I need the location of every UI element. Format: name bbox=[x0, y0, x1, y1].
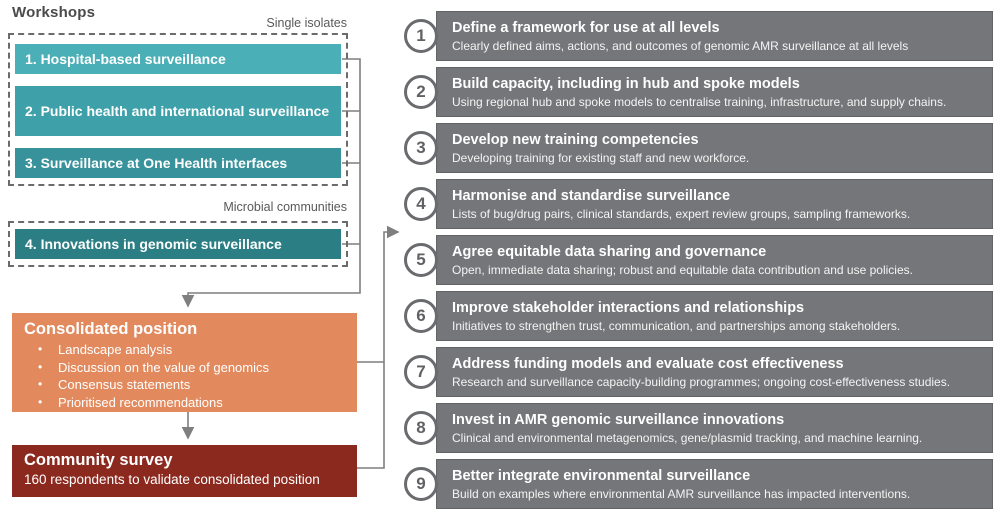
recommendation-title: Agree equitable data sharing and governa… bbox=[452, 244, 767, 260]
bullet-value-of-genomics: Discussion on the value of genomics bbox=[24, 359, 347, 377]
number-badge-9: 9 bbox=[404, 467, 438, 501]
workshop-box-innovations: 4. Innovations in genomic surveillance bbox=[15, 229, 341, 259]
recommendation-desc: Initiatives to strengthen trust, communi… bbox=[452, 319, 901, 333]
recommendation-desc: Clearly defined aims, actions, and outco… bbox=[452, 39, 909, 53]
workshop-box-public-health: 2. Public health and international surve… bbox=[15, 86, 341, 136]
recommendation-desc: Clinical and environmental metagenomics,… bbox=[452, 431, 923, 445]
recommendation-title: Improve stakeholder interactions and rel… bbox=[452, 300, 805, 316]
recommendation-row-2: 2 Build capacity, including in hub and s… bbox=[404, 67, 993, 117]
recommendation-row-6: 6 Improve stakeholder interactions and r… bbox=[404, 291, 993, 341]
recommendation-box-4: Harmonise and standardise surveillance L… bbox=[436, 179, 993, 229]
recommendation-title: Define a framework for use at all levels bbox=[452, 20, 720, 36]
bullet-prioritised-recommendations: Prioritised recommendations bbox=[24, 394, 347, 412]
microbial-communities-label: Microbial communities bbox=[223, 200, 347, 214]
recommendation-desc: Developing training for existing staff a… bbox=[452, 151, 750, 165]
community-survey-subtitle: 160 respondents to validate consolidated… bbox=[24, 472, 320, 487]
recommendation-box-7: Address funding models and evaluate cost… bbox=[436, 347, 993, 397]
number-badge-7: 7 bbox=[404, 355, 438, 389]
recommendation-row-1: 1 Define a framework for use at all leve… bbox=[404, 11, 993, 61]
number-badge-5: 5 bbox=[404, 243, 438, 277]
recommendation-title: Better integrate environmental surveilla… bbox=[452, 468, 751, 484]
recommendation-row-7: 7 Address funding models and evaluate co… bbox=[404, 347, 993, 397]
recommendation-box-9: Better integrate environmental surveilla… bbox=[436, 459, 993, 509]
consolidated-position-box: Consolidated position Landscape analysis… bbox=[12, 313, 357, 412]
bullet-consensus-statements: Consensus statements bbox=[24, 376, 347, 394]
community-survey-box: Community survey 160 respondents to vali… bbox=[12, 445, 357, 497]
recommendation-title: Develop new training competencies bbox=[452, 132, 699, 148]
recommendation-box-5: Agree equitable data sharing and governa… bbox=[436, 235, 993, 285]
workshop-box-one-health: 3. Surveillance at One Health interfaces bbox=[15, 148, 341, 178]
microbial-communities-group bbox=[8, 221, 348, 267]
single-isolates-group bbox=[8, 33, 348, 186]
recommendation-box-6: Improve stakeholder interactions and rel… bbox=[436, 291, 993, 341]
recommendation-row-4: 4 Harmonise and standardise surveillance… bbox=[404, 179, 993, 229]
recommendation-desc: Build on examples where environmental AM… bbox=[452, 487, 911, 501]
recommendation-title: Address funding models and evaluate cost… bbox=[452, 356, 844, 372]
recommendation-desc: Using regional hub and spoke models to c… bbox=[452, 95, 947, 109]
recommendation-title: Build capacity, including in hub and spo… bbox=[452, 76, 800, 92]
community-survey-title: Community survey bbox=[24, 451, 173, 469]
number-badge-4: 4 bbox=[404, 187, 438, 221]
consolidated-position-title: Consolidated position bbox=[24, 320, 198, 338]
recommendation-title: Invest in AMR genomic surveillance innov… bbox=[452, 412, 785, 428]
bullet-landscape-analysis: Landscape analysis bbox=[24, 341, 347, 359]
number-badge-6: 6 bbox=[404, 299, 438, 333]
recommendation-desc: Lists of bug/drug pairs, clinical standa… bbox=[452, 207, 911, 221]
recommendations-panel: 1 Define a framework for use at all leve… bbox=[404, 11, 993, 509]
number-badge-8: 8 bbox=[404, 411, 438, 445]
number-badge-2: 2 bbox=[404, 75, 438, 109]
recommendation-box-1: Define a framework for use at all levels… bbox=[436, 11, 993, 61]
recommendation-desc: Research and surveillance capacity-build… bbox=[452, 375, 951, 389]
recommendation-box-2: Build capacity, including in hub and spo… bbox=[436, 67, 993, 117]
recommendation-row-8: 8 Invest in AMR genomic surveillance inn… bbox=[404, 403, 993, 453]
recommendation-row-3: 3 Develop new training competencies Deve… bbox=[404, 123, 993, 173]
recommendation-desc: Open, immediate data sharing; robust and… bbox=[452, 263, 913, 277]
consolidated-position-bullets: Landscape analysis Discussion on the val… bbox=[24, 341, 347, 411]
workshops-heading: Workshops bbox=[12, 4, 96, 21]
recommendation-box-8: Invest in AMR genomic surveillance innov… bbox=[436, 403, 993, 453]
recommendation-title: Harmonise and standardise surveillance bbox=[452, 188, 731, 204]
recommendation-box-3: Develop new training competencies Develo… bbox=[436, 123, 993, 173]
recommendation-row-9: 9 Better integrate environmental surveil… bbox=[404, 459, 993, 509]
recommendation-row-5: 5 Agree equitable data sharing and gover… bbox=[404, 235, 993, 285]
workshop-box-hospital: 1. Hospital-based surveillance bbox=[15, 44, 341, 74]
number-badge-1: 1 bbox=[404, 19, 438, 53]
number-badge-3: 3 bbox=[404, 131, 438, 165]
single-isolates-label: Single isolates bbox=[266, 16, 347, 30]
